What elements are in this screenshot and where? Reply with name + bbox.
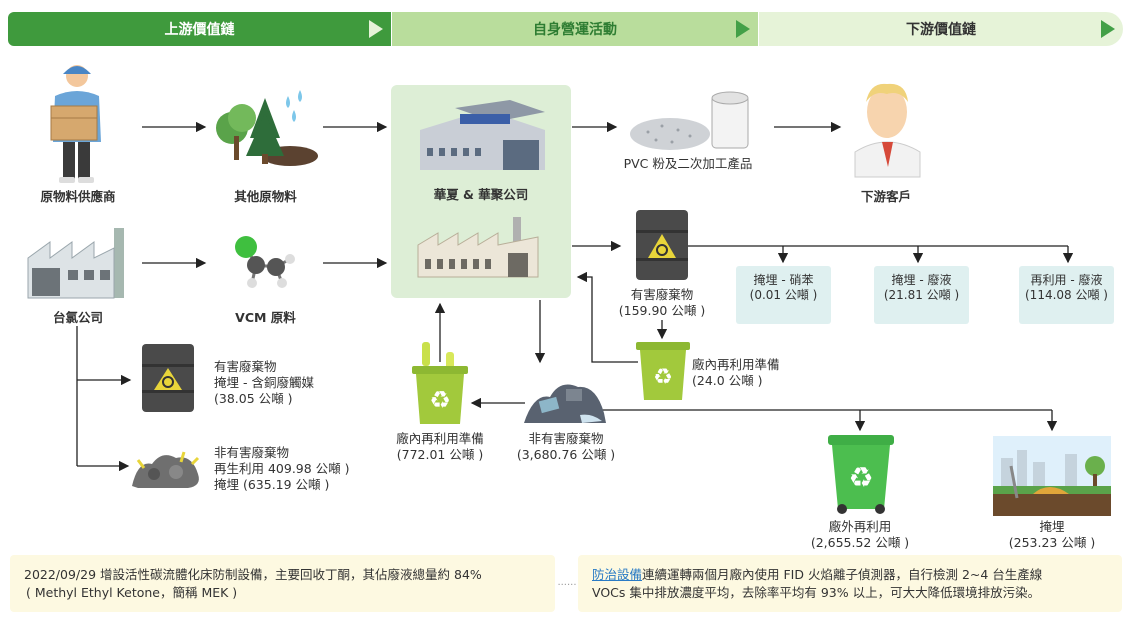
customer-icon bbox=[854, 83, 921, 178]
note-right-line2: VOCs 集中排放濃度平均，去除率平均有 93% 以上，可大大降低環境排放污染。 bbox=[592, 585, 1041, 600]
inplant-reuse-nonhazardous-amount: (772.01 公噸 ) bbox=[396, 447, 484, 462]
note-left-line2: ( Methyl Ethyl Ketone，簡稱 MEK ) bbox=[26, 585, 238, 600]
taikai-nonhazardous-line2: 掩埋 (635.19 公噸 ) bbox=[214, 477, 330, 492]
taikai-hazardous-title: 有害廢棄物 bbox=[214, 359, 277, 374]
taikai-nonhazardous-line1: 再生利用 409.98 公噸 ) bbox=[214, 461, 350, 476]
inplant-reuse-hazardous-title: 廠內再利用準備 bbox=[692, 357, 780, 372]
banner-downstream-label: 下游價值鏈 bbox=[906, 22, 976, 38]
chevron-right-icon bbox=[369, 20, 383, 38]
note-right: 防治設備連續運轉兩個月廠內使用 FID 火焰離子偵測器，自行檢測 2~4 台生產… bbox=[578, 555, 1122, 612]
company-main-label: 華夏 & 華聚公司 bbox=[433, 187, 529, 202]
inplant-reuse-nonhazardous-title: 廠內再利用準備 bbox=[396, 431, 484, 446]
recycle-bin-icon: ♻ bbox=[828, 435, 894, 514]
offsite-reuse-amount: (2,655.52 公噸 ) bbox=[810, 535, 910, 550]
chevron-right-icon bbox=[736, 20, 750, 38]
taikai-hazardous-line1: 掩埋 - 含銅廢觸媒 bbox=[214, 375, 314, 390]
landfill-icon bbox=[993, 436, 1111, 516]
barrel-icon bbox=[636, 210, 688, 280]
supplier-label: 原物料供應商 bbox=[40, 189, 116, 204]
prevention-equipment-link[interactable]: 防治設備 bbox=[592, 567, 643, 582]
nonhazardous-title: 非有害廢棄物 bbox=[528, 431, 604, 446]
landfill-title: 掩埋 bbox=[1039, 519, 1065, 534]
offsite-reuse-title: 廠外再利用 bbox=[828, 519, 892, 534]
dest-amount: (114.08 公噸 ) bbox=[1025, 288, 1108, 302]
pvc-products-label: PVC 粉及二次加工產品 bbox=[623, 156, 753, 171]
banner-downstream: 下游價值鏈 bbox=[759, 12, 1123, 46]
hazardous-amount: (159.90 公噸 ) bbox=[618, 303, 706, 318]
factory-icon bbox=[420, 100, 545, 170]
vcm-label: VCM 原料 bbox=[235, 310, 296, 325]
recycle-bin-icon: ♻ bbox=[412, 342, 468, 424]
chevron-right-icon bbox=[1101, 20, 1115, 38]
note-connector: ...... bbox=[557, 577, 577, 588]
hazardous-dest-landfill-nitrobenzene: 掩埋 - 硝苯 (0.01 公噸 ) bbox=[736, 266, 831, 324]
note-right-line1: 防治設備連續運轉兩個月廠內使用 FID 火焰離子偵測器，自行檢測 2~4 台生產… bbox=[592, 566, 1108, 584]
worker-icon bbox=[50, 65, 101, 183]
svg-text:♻: ♻ bbox=[848, 461, 873, 494]
banner-own-operations: 自身營運活動 bbox=[392, 12, 758, 46]
note-left: 2022/09/29 增設活性碳流體化床防制設備，主要回收丁酮，其佔廢液總量約 … bbox=[10, 555, 555, 612]
recycle-bin-icon: ♻ bbox=[636, 342, 690, 400]
landfill-amount: (253.23 公噸 ) bbox=[1008, 535, 1096, 550]
trees-icon bbox=[216, 90, 318, 166]
taikai-hazardous-line2: (38.05 公噸 ) bbox=[214, 391, 293, 406]
hazardous-title: 有害廢棄物 bbox=[630, 287, 694, 302]
scrap-icon bbox=[132, 451, 200, 488]
inplant-reuse-hazardous-amount: (24.0 公噸 ) bbox=[692, 373, 763, 388]
scrap-icon bbox=[524, 384, 606, 423]
dest-title: 掩埋 - 廢液 bbox=[891, 273, 952, 287]
hazardous-dest-reuse-liquid: 再利用 - 廢液 (114.08 公噸 ) bbox=[1019, 266, 1114, 324]
banner-own-label: 自身營運活動 bbox=[533, 22, 617, 38]
dest-title: 掩埋 - 硝苯 bbox=[753, 273, 814, 287]
barrel-icon bbox=[142, 344, 194, 412]
hazardous-dest-landfill-liquid: 掩埋 - 廢液 (21.81 公噸 ) bbox=[874, 266, 969, 324]
dest-amount: (21.81 公噸 ) bbox=[883, 288, 960, 302]
taikai-label: 台氯公司 bbox=[52, 310, 103, 325]
nonhazardous-amount: (3,680.76 公噸 ) bbox=[516, 447, 616, 462]
vcm-molecule-icon bbox=[235, 236, 295, 288]
banner-upstream: 上游價值鏈 bbox=[8, 12, 391, 46]
svg-text:♻: ♻ bbox=[429, 386, 451, 414]
note-left-line1: 2022/09/29 增設活性碳流體化床防制設備，主要回收丁酮，其佔廢液總量約 … bbox=[24, 567, 482, 582]
banner-upstream-label: 上游價值鏈 bbox=[164, 22, 235, 38]
note-right-text1: 連續運轉兩個月廠內使用 FID 火焰離子偵測器，自行檢測 2~4 台生產線 bbox=[642, 567, 1043, 582]
svg-text:♻: ♻ bbox=[653, 365, 673, 390]
other-materials-label: 其他原物料 bbox=[234, 189, 297, 204]
customers-label: 下游客戶 bbox=[860, 189, 911, 204]
pvc-icon bbox=[630, 91, 749, 150]
dest-amount: (0.01 公噸 ) bbox=[749, 288, 818, 302]
taikai-factory-icon bbox=[27, 228, 124, 299]
dest-title: 再利用 - 廢液 bbox=[1030, 273, 1103, 287]
plant-icon bbox=[417, 217, 539, 278]
taikai-nonhazardous-title: 非有害廢棄物 bbox=[214, 445, 290, 460]
